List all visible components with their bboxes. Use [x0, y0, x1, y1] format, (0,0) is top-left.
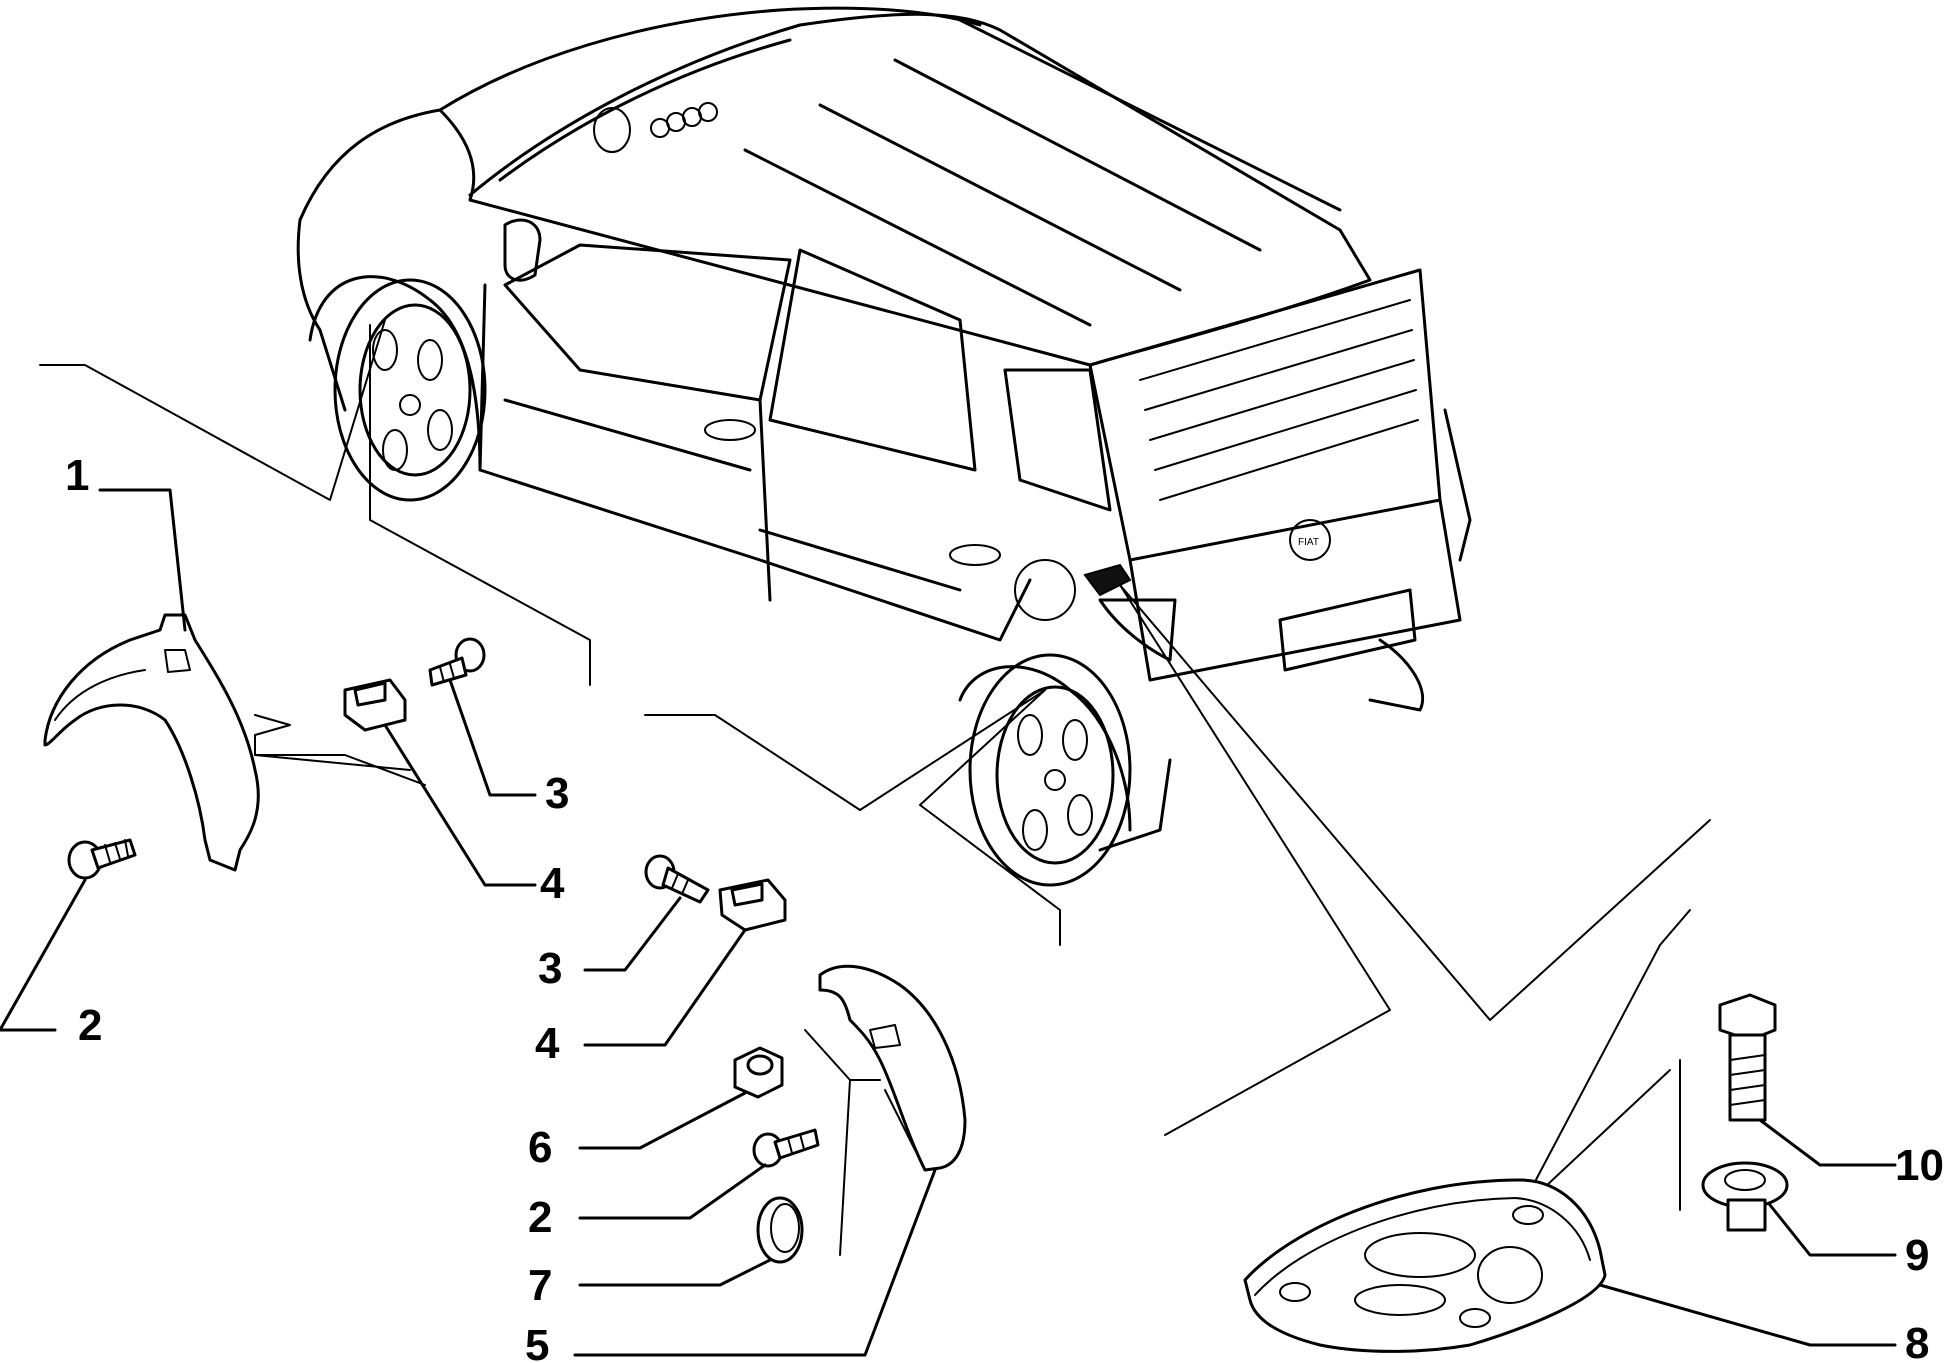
callout-4b: 4	[535, 1019, 560, 1068]
svg-text:FIAT: FIAT	[1298, 537, 1319, 548]
callout-leaders	[0, 488, 1897, 1357]
screw-part-3a	[428, 637, 486, 687]
cover-plate-part-8	[1243, 1178, 1607, 1353]
callout-9: 9	[1905, 1231, 1929, 1280]
callout-2b: 2	[528, 1193, 552, 1242]
clip-part-4b	[718, 878, 787, 932]
screw-part-3b	[644, 854, 710, 904]
callout-3b: 3	[538, 944, 562, 993]
car-illustration: FIAT	[296, 6, 1472, 887]
callout-labels: 1 2 3 4 3 4 6 2 7 5 10 9 8	[65, 451, 1944, 1363]
grommet-part-7	[756, 1196, 804, 1264]
callout-4a: 4	[540, 859, 565, 908]
nut-part-6	[733, 1046, 784, 1099]
callout-10: 10	[1895, 1141, 1944, 1190]
screw-part-2b	[752, 1128, 820, 1168]
clip-part-4a	[343, 678, 407, 732]
bolt-part-10	[1718, 993, 1777, 1122]
callout-5: 5	[525, 1321, 549, 1363]
flange-nut-part-9	[1701, 1161, 1789, 1232]
callout-1: 1	[65, 451, 89, 500]
guide-lines	[39, 319, 1711, 1256]
callout-2a: 2	[78, 1001, 102, 1050]
callout-3a: 3	[545, 769, 569, 818]
rear-wheel-arch-liner	[818, 964, 967, 1172]
front-wheel-arch-liner	[43, 613, 260, 872]
callout-6: 6	[528, 1123, 552, 1172]
callout-7: 7	[528, 1261, 552, 1310]
callout-8: 8	[1905, 1319, 1929, 1363]
screw-part-2a	[67, 838, 137, 880]
